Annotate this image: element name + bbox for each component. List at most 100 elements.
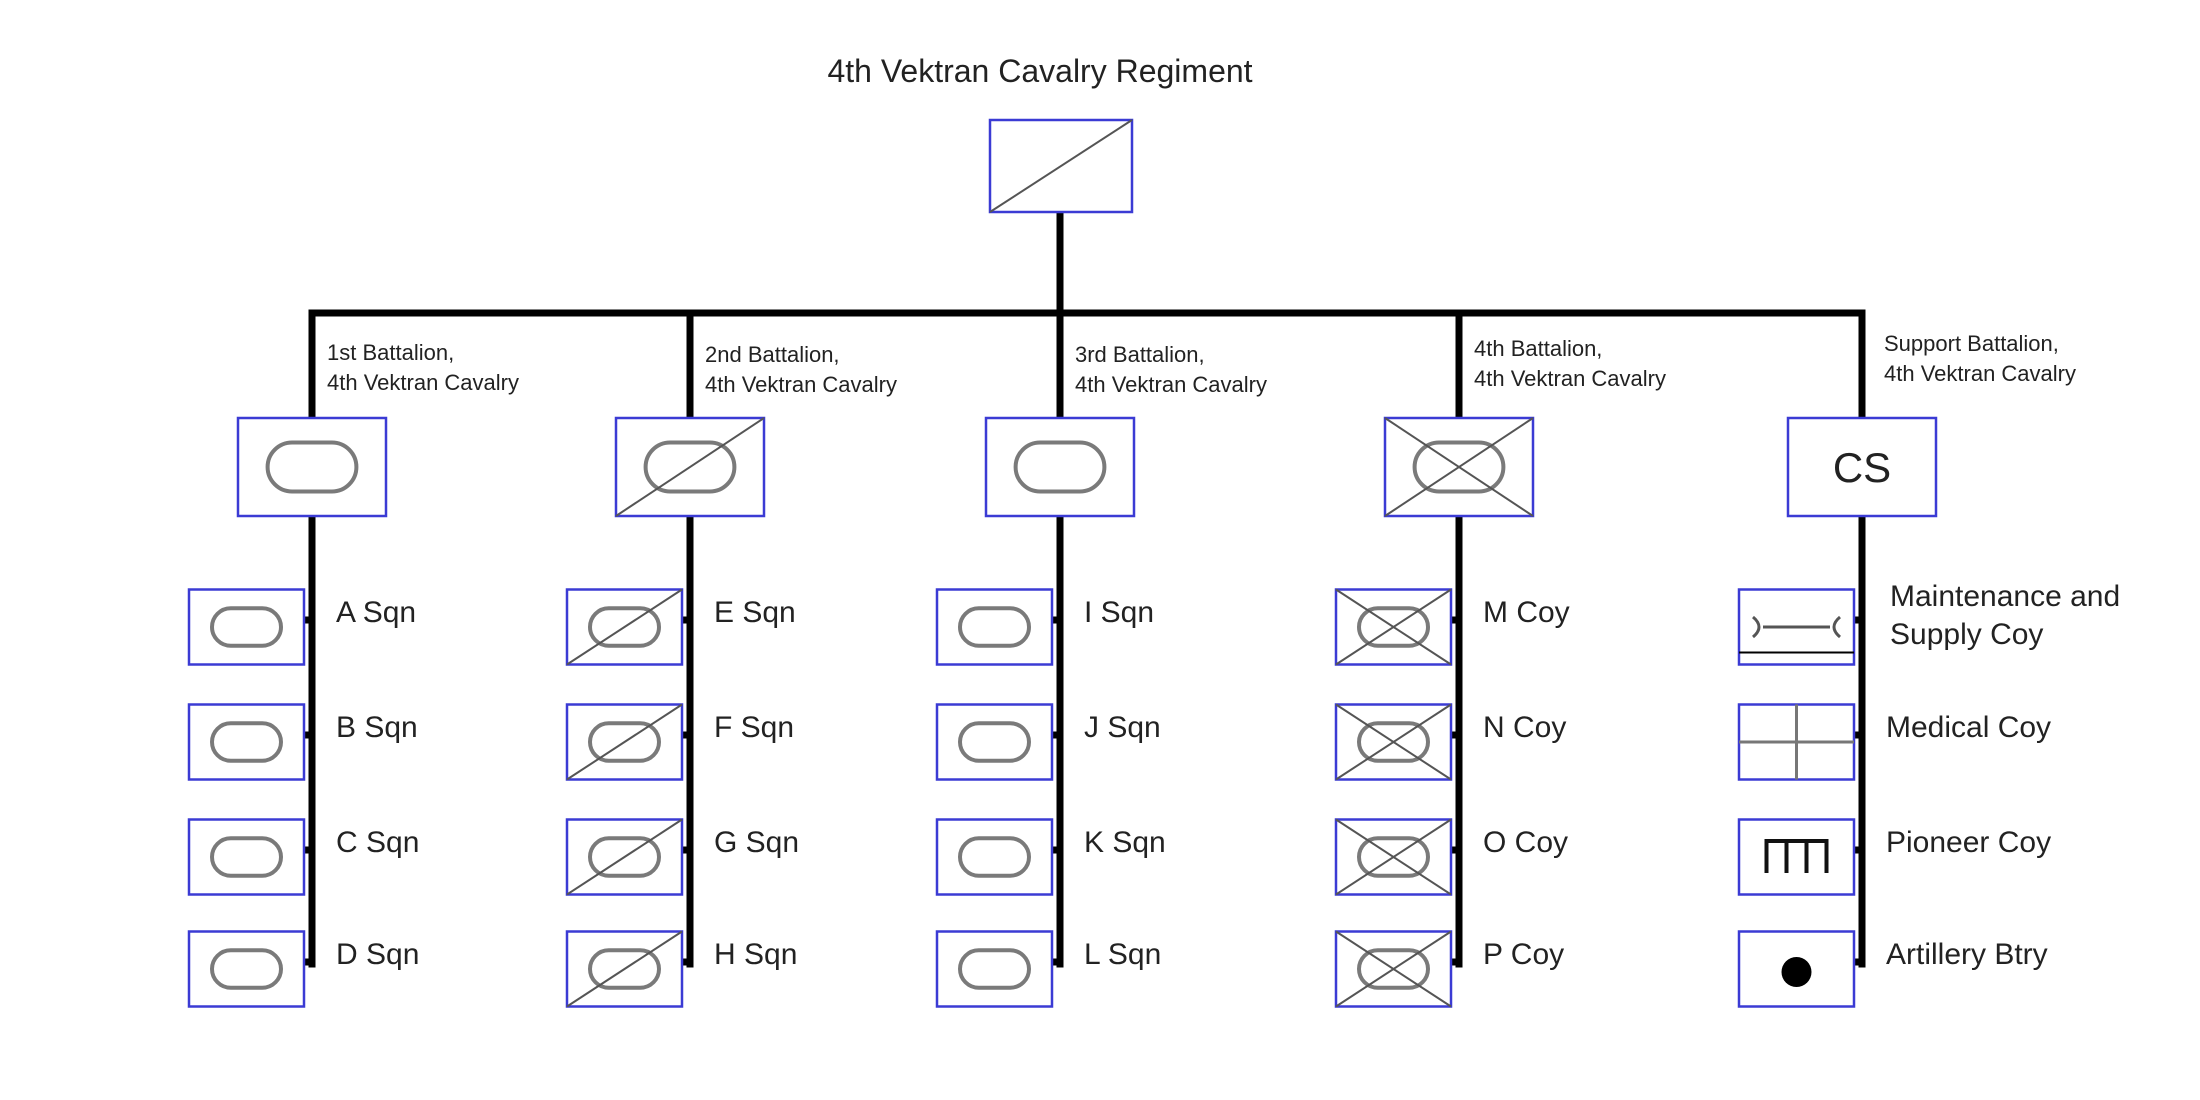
subunit-symbol [187, 930, 306, 1008]
regiment-symbol [988, 118, 1134, 214]
subunit-symbol [187, 588, 306, 666]
armor-oval [1412, 440, 1506, 494]
unit-frame [984, 416, 1136, 518]
armor-oval [210, 721, 283, 763]
battalion-label: 4th Vektran Cavalry [705, 372, 897, 397]
armor-oval [588, 721, 661, 763]
subunit-symbol [565, 818, 684, 896]
subunit-label: Artillery Btry [1886, 938, 2048, 971]
battalion-1-symbol [236, 416, 388, 518]
subunit-label: H Sqn [714, 938, 797, 971]
battalion-4-symbol [1383, 416, 1535, 518]
armor-oval [210, 836, 283, 878]
subunit-label: Pioneer Coy [1886, 826, 2051, 859]
battalion-label: 4th Vektran Cavalry [1884, 361, 2076, 386]
subunit-label: L Sqn [1084, 938, 1161, 971]
unit-frame [1737, 818, 1856, 896]
unit-frame [935, 588, 1054, 666]
armor-oval [210, 948, 283, 990]
battalion-label: 2nd Battalion, [705, 342, 840, 367]
infantry-cross-line [1335, 818, 1452, 896]
armor-oval [958, 721, 1031, 763]
unit-nodes: 1st Battalion, 4th Vektran Cavalry A Sqn B … [187, 118, 2120, 1008]
subunit-symbol [565, 930, 684, 1008]
subunit-symbol [935, 818, 1054, 896]
subunit-label: G Sqn [714, 826, 799, 859]
battalion-2-symbol [614, 416, 766, 518]
armor-oval [958, 606, 1031, 648]
battalion-label: 3rd Battalion, [1075, 342, 1205, 367]
armor-oval [1357, 721, 1430, 763]
subunit-symbol [1334, 930, 1453, 1008]
cavalry-slash [989, 119, 1133, 213]
subunit-symbol [1737, 703, 1856, 781]
subunit-symbol [1334, 818, 1453, 896]
subunit-label: M Coy [1483, 596, 1570, 629]
subunit-symbol [1334, 703, 1453, 781]
subunit-symbol [935, 703, 1054, 781]
subunit-label: O Coy [1483, 826, 1568, 859]
armor-oval [588, 836, 661, 878]
battalion-label: Support Battalion, [1884, 331, 2059, 356]
battalion-label: 4th Vektran Cavalry [1474, 366, 1666, 391]
wrench-icon [1751, 615, 1842, 639]
subunit-symbol [1737, 930, 1856, 1008]
battalion-label: 1st Battalion, [327, 340, 454, 365]
subunit-label: E Sqn [714, 596, 796, 629]
subunit-symbol [565, 588, 684, 666]
subunit-symbol [1737, 588, 1856, 666]
subunit-label: Maintenance and [1890, 580, 2120, 613]
artillery-dot-icon [1781, 957, 1812, 987]
armor-oval [1357, 948, 1430, 990]
battalion-5-symbol: CS [1786, 416, 1938, 518]
subunit-symbol [935, 588, 1054, 666]
cavalry-slash [566, 930, 683, 1008]
subunit-label: N Coy [1483, 711, 1566, 744]
armor-oval [265, 440, 359, 494]
subunit-symbol [935, 930, 1054, 1008]
armor-oval [588, 606, 661, 648]
combat-support-text: CS [1833, 444, 1891, 491]
cavalry-slash [566, 588, 683, 666]
unit-frame [187, 703, 306, 781]
subunit-label: Medical Coy [1886, 711, 2051, 744]
battalion-label: 4th Battalion, [1474, 336, 1602, 361]
unit-frame [236, 416, 388, 518]
subunit-symbol [187, 818, 306, 896]
armor-oval [958, 836, 1031, 878]
infantry-cross-line [1335, 930, 1452, 1008]
armor-oval [588, 948, 661, 990]
unit-frame [187, 588, 306, 666]
subunit-symbol [1737, 818, 1856, 896]
subunit-label: D Sqn [336, 938, 419, 971]
subunit-label: A Sqn [336, 596, 416, 629]
subunit-label: C Sqn [336, 826, 419, 859]
subunit-label: B Sqn [336, 711, 418, 744]
armor-oval [1013, 440, 1107, 494]
armor-oval [643, 440, 737, 494]
regiment-title: 4th Vektran Cavalry Regiment [827, 53, 1252, 89]
unit-frame [935, 818, 1054, 896]
pioneer-icon [1764, 839, 1829, 873]
unit-frame [935, 703, 1054, 781]
cavalry-slash [566, 703, 683, 781]
armor-oval [210, 606, 283, 648]
subunit-label: Supply Coy [1890, 618, 2043, 651]
subunit-symbol [565, 703, 684, 781]
unit-frame [935, 930, 1054, 1008]
cavalry-slash [566, 818, 683, 896]
unit-frame [187, 930, 306, 1008]
subunit-label: F Sqn [714, 711, 794, 744]
armor-oval [1357, 836, 1430, 878]
armor-oval [1357, 606, 1430, 648]
subunit-label: J Sqn [1084, 711, 1161, 744]
subunit-label: K Sqn [1084, 826, 1166, 859]
battalion-label: 4th Vektran Cavalry [327, 370, 519, 395]
unit-frame [1786, 416, 1938, 518]
subunit-symbol [1334, 588, 1453, 666]
subunit-symbol [187, 703, 306, 781]
unit-frame [187, 818, 306, 896]
cavalry-slash [615, 417, 765, 517]
subunit-label: I Sqn [1084, 596, 1154, 629]
